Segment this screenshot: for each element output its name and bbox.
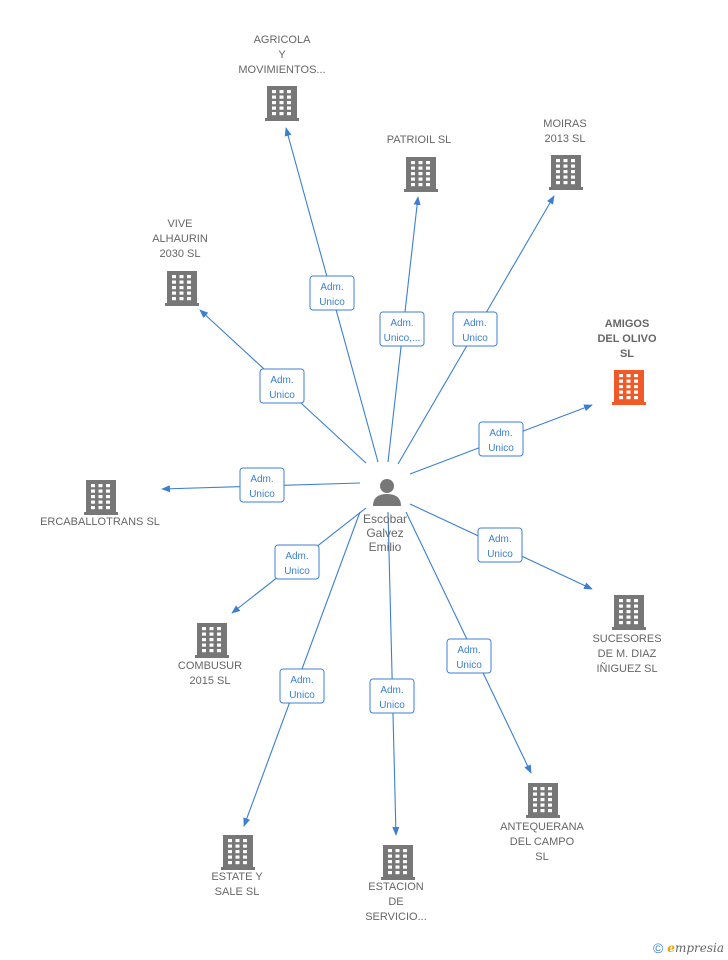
edge-label-text: Adm. (457, 645, 480, 656)
building-icon-vive[interactable] (165, 271, 199, 306)
edge-label-text: Unico (269, 390, 295, 401)
company-name-amigos[interactable]: AMIGOS (605, 318, 650, 330)
edge-label-text: Adm. (380, 685, 403, 696)
company-name-agricola[interactable]: Y (278, 49, 286, 61)
building-icon-estacion[interactable] (381, 845, 415, 880)
company-name-ercaballotrans[interactable]: ERCABALLOTRANS SL (40, 516, 160, 528)
company-name-estacion[interactable]: ESTACION (368, 881, 423, 893)
edge-label-antequerana[interactable]: Adm. Unico (446, 638, 492, 674)
building-icon-estate[interactable] (221, 835, 255, 870)
person-icon (373, 479, 401, 506)
edge-label-text: Unico (487, 549, 513, 560)
building-icon-patrioil[interactable] (404, 157, 438, 192)
company-name-antequerana[interactable]: DEL CAMPO (510, 836, 575, 848)
copyright-symbol: © (652, 940, 664, 956)
edge-label-amigos[interactable]: Adm. Unico (478, 421, 524, 457)
edge-label-text: Unico (289, 690, 315, 701)
edge-label-text: Unico (379, 700, 405, 711)
company-name-antequerana[interactable]: ANTEQUERANA (500, 821, 584, 833)
company-name-estacion[interactable]: SERVICIO... (365, 911, 427, 923)
edge-label-text: Adm. (285, 551, 308, 562)
company-name-agricola[interactable]: MOVIMIENTOS... (238, 64, 325, 76)
edge-label-sucesores[interactable]: Adm. Unico (477, 527, 523, 563)
company-name-estate[interactable]: SALE SL (215, 886, 260, 898)
company-name-amigos[interactable]: DEL OLIVO (597, 333, 657, 345)
building-icon-ercaballotrans[interactable] (84, 480, 118, 515)
building-icon-sucesores[interactable] (612, 595, 646, 630)
edge-label-text: Unico (488, 443, 514, 454)
brand-logo[interactable]: empresia (667, 941, 724, 955)
company-name-sucesores[interactable]: IÑIGUEZ SL (596, 662, 657, 675)
nodes-layer: AGRICOLA Y MOVIMIENTOS... PATRIOIL SL MOIRAS… (40, 34, 661, 923)
edge-estacion (387, 511, 400, 836)
edge-label-text: Unico (462, 333, 488, 344)
edge-label-text: Unico (284, 566, 310, 577)
edge-label-text: Adm. (320, 282, 343, 293)
edge-label-agricola[interactable]: Adm. Unico (309, 275, 355, 311)
edge-label-text: Adm. (390, 318, 413, 329)
edge-label-text: Unico,... (384, 333, 421, 344)
company-name-amigos[interactable]: SL (620, 348, 634, 360)
company-name-sucesores[interactable]: DE M. DIAZ (598, 648, 657, 660)
edge-label-text: Adm. (250, 474, 273, 485)
company-name-moiras[interactable]: 2013 SL (545, 133, 586, 145)
person-name: Escobar (363, 512, 407, 526)
edge-label-text: Unico (456, 660, 482, 671)
edge-label-estate[interactable]: Adm. Unico (279, 668, 325, 704)
company-name-moiras[interactable]: MOIRAS (543, 118, 586, 130)
edge-label-patrioil[interactable]: Adm. Unico,... (379, 311, 425, 347)
edge-label-text: Unico (319, 297, 345, 308)
edge-label-text: Adm. (290, 675, 313, 686)
building-icon-moiras[interactable] (549, 155, 583, 190)
building-icon-combusur[interactable] (195, 623, 229, 658)
edge-label-text: Adm. (489, 428, 512, 439)
edges-layer: Adm.UnicoAdm.Unico,...Adm.UnicoAdm.Unico… (161, 127, 593, 836)
edge-label-ercaballotrans[interactable]: Adm. Unico (239, 467, 285, 503)
company-name-patrioil[interactable]: PATRIOIL SL (387, 134, 452, 146)
edge-label-moiras[interactable]: Adm. Unico (452, 311, 498, 347)
copyright-footer: © empresia (653, 940, 724, 956)
edge-label-vive[interactable]: Adm. Unico (259, 368, 305, 404)
company-name-agricola[interactable]: AGRICOLA (254, 34, 312, 46)
company-name-vive[interactable]: 2030 SL (160, 248, 201, 260)
company-name-vive[interactable]: VIVE (167, 218, 192, 230)
building-icon-antequerana[interactable] (526, 783, 560, 818)
company-name-vive[interactable]: ALHAURIN (152, 233, 208, 245)
person-name: Galvez (366, 526, 403, 540)
company-name-antequerana[interactable]: SL (535, 851, 548, 863)
company-name-combusur[interactable]: COMBUSUR (178, 660, 242, 672)
edge-label-text: Adm. (270, 375, 293, 386)
company-name-combusur[interactable]: 2015 SL (190, 675, 231, 687)
edge-label-text: Adm. (463, 318, 486, 329)
edge-label-estacion[interactable]: Adm. Unico (369, 678, 415, 714)
person-name: Emilio (369, 540, 402, 554)
company-name-sucesores[interactable]: SUCESORES (592, 633, 661, 645)
edge-label-combusur[interactable]: Adm. Unico (274, 544, 320, 580)
building-icon-agricola[interactable] (265, 86, 299, 121)
edge-label-text: Unico (249, 489, 275, 500)
building-icon-amigos[interactable] (612, 370, 646, 405)
company-name-estacion[interactable]: DE (388, 896, 403, 908)
company-name-estate[interactable]: ESTATE Y (211, 871, 263, 883)
edge-label-text: Adm. (488, 534, 511, 545)
